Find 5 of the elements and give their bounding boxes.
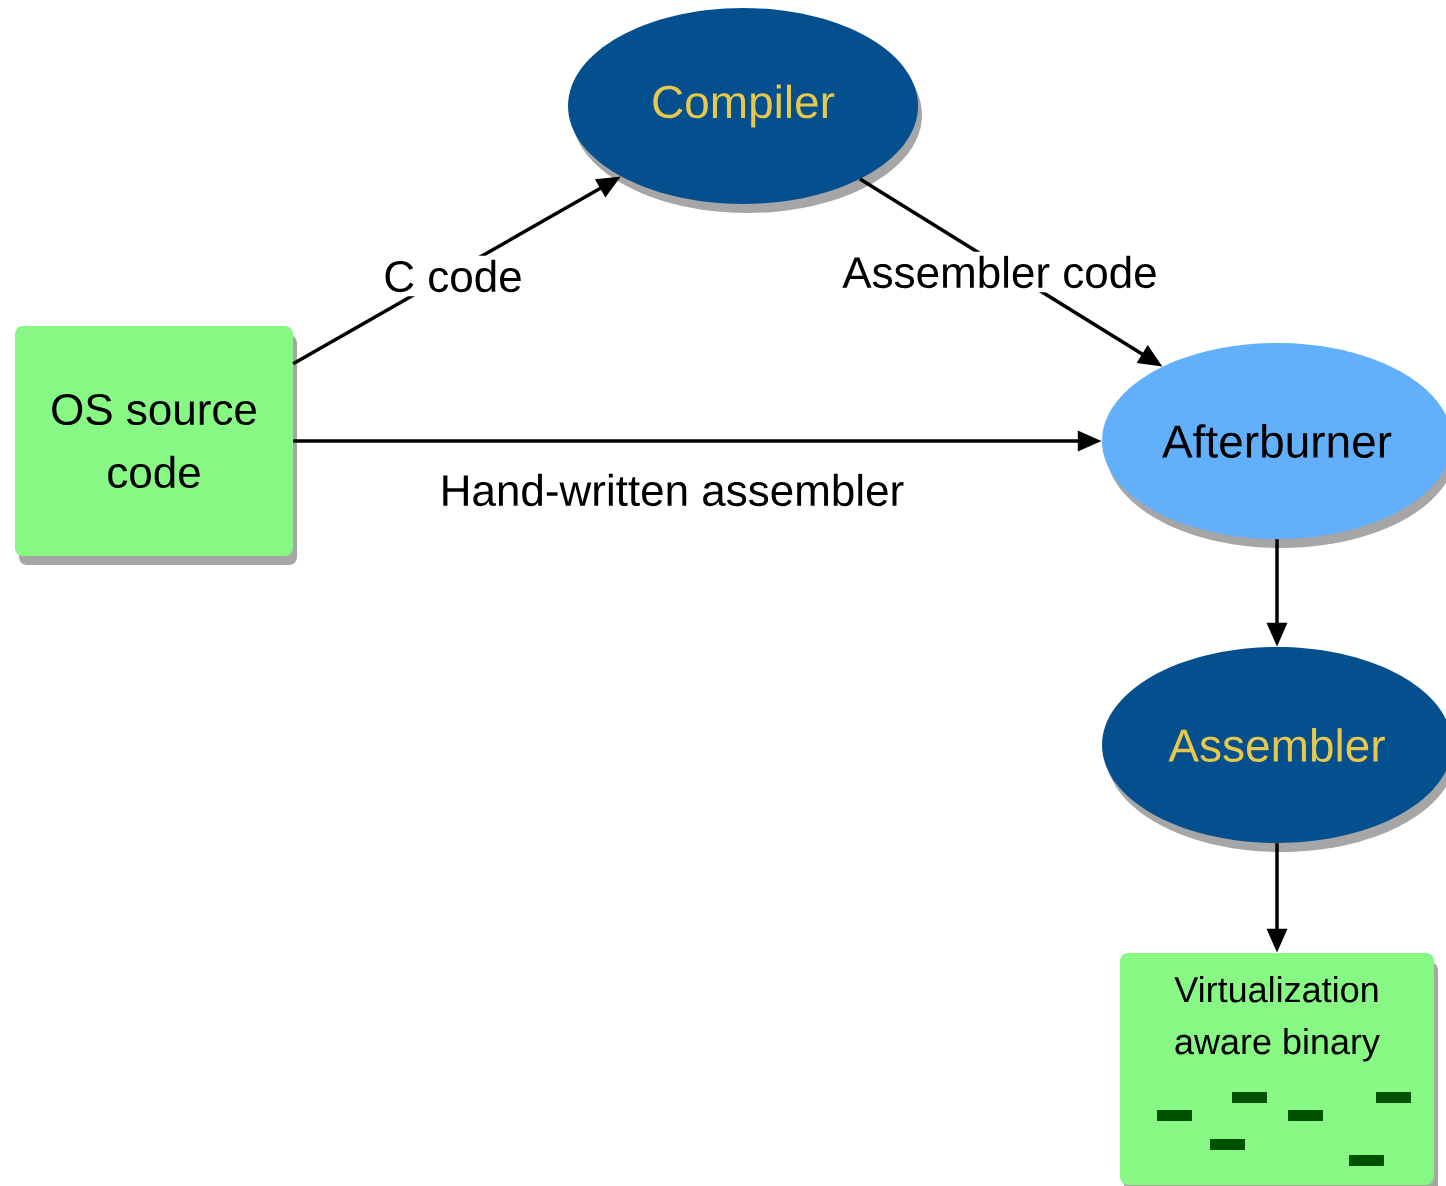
- source-box: OS source code: [15, 326, 297, 565]
- edge-label: C code: [379, 255, 527, 297]
- edge-label: Hand-written assembler: [435, 469, 909, 511]
- edge-label: Assembler code: [838, 251, 1162, 293]
- binary-box: Virtualization aware binary: [1120, 953, 1438, 1186]
